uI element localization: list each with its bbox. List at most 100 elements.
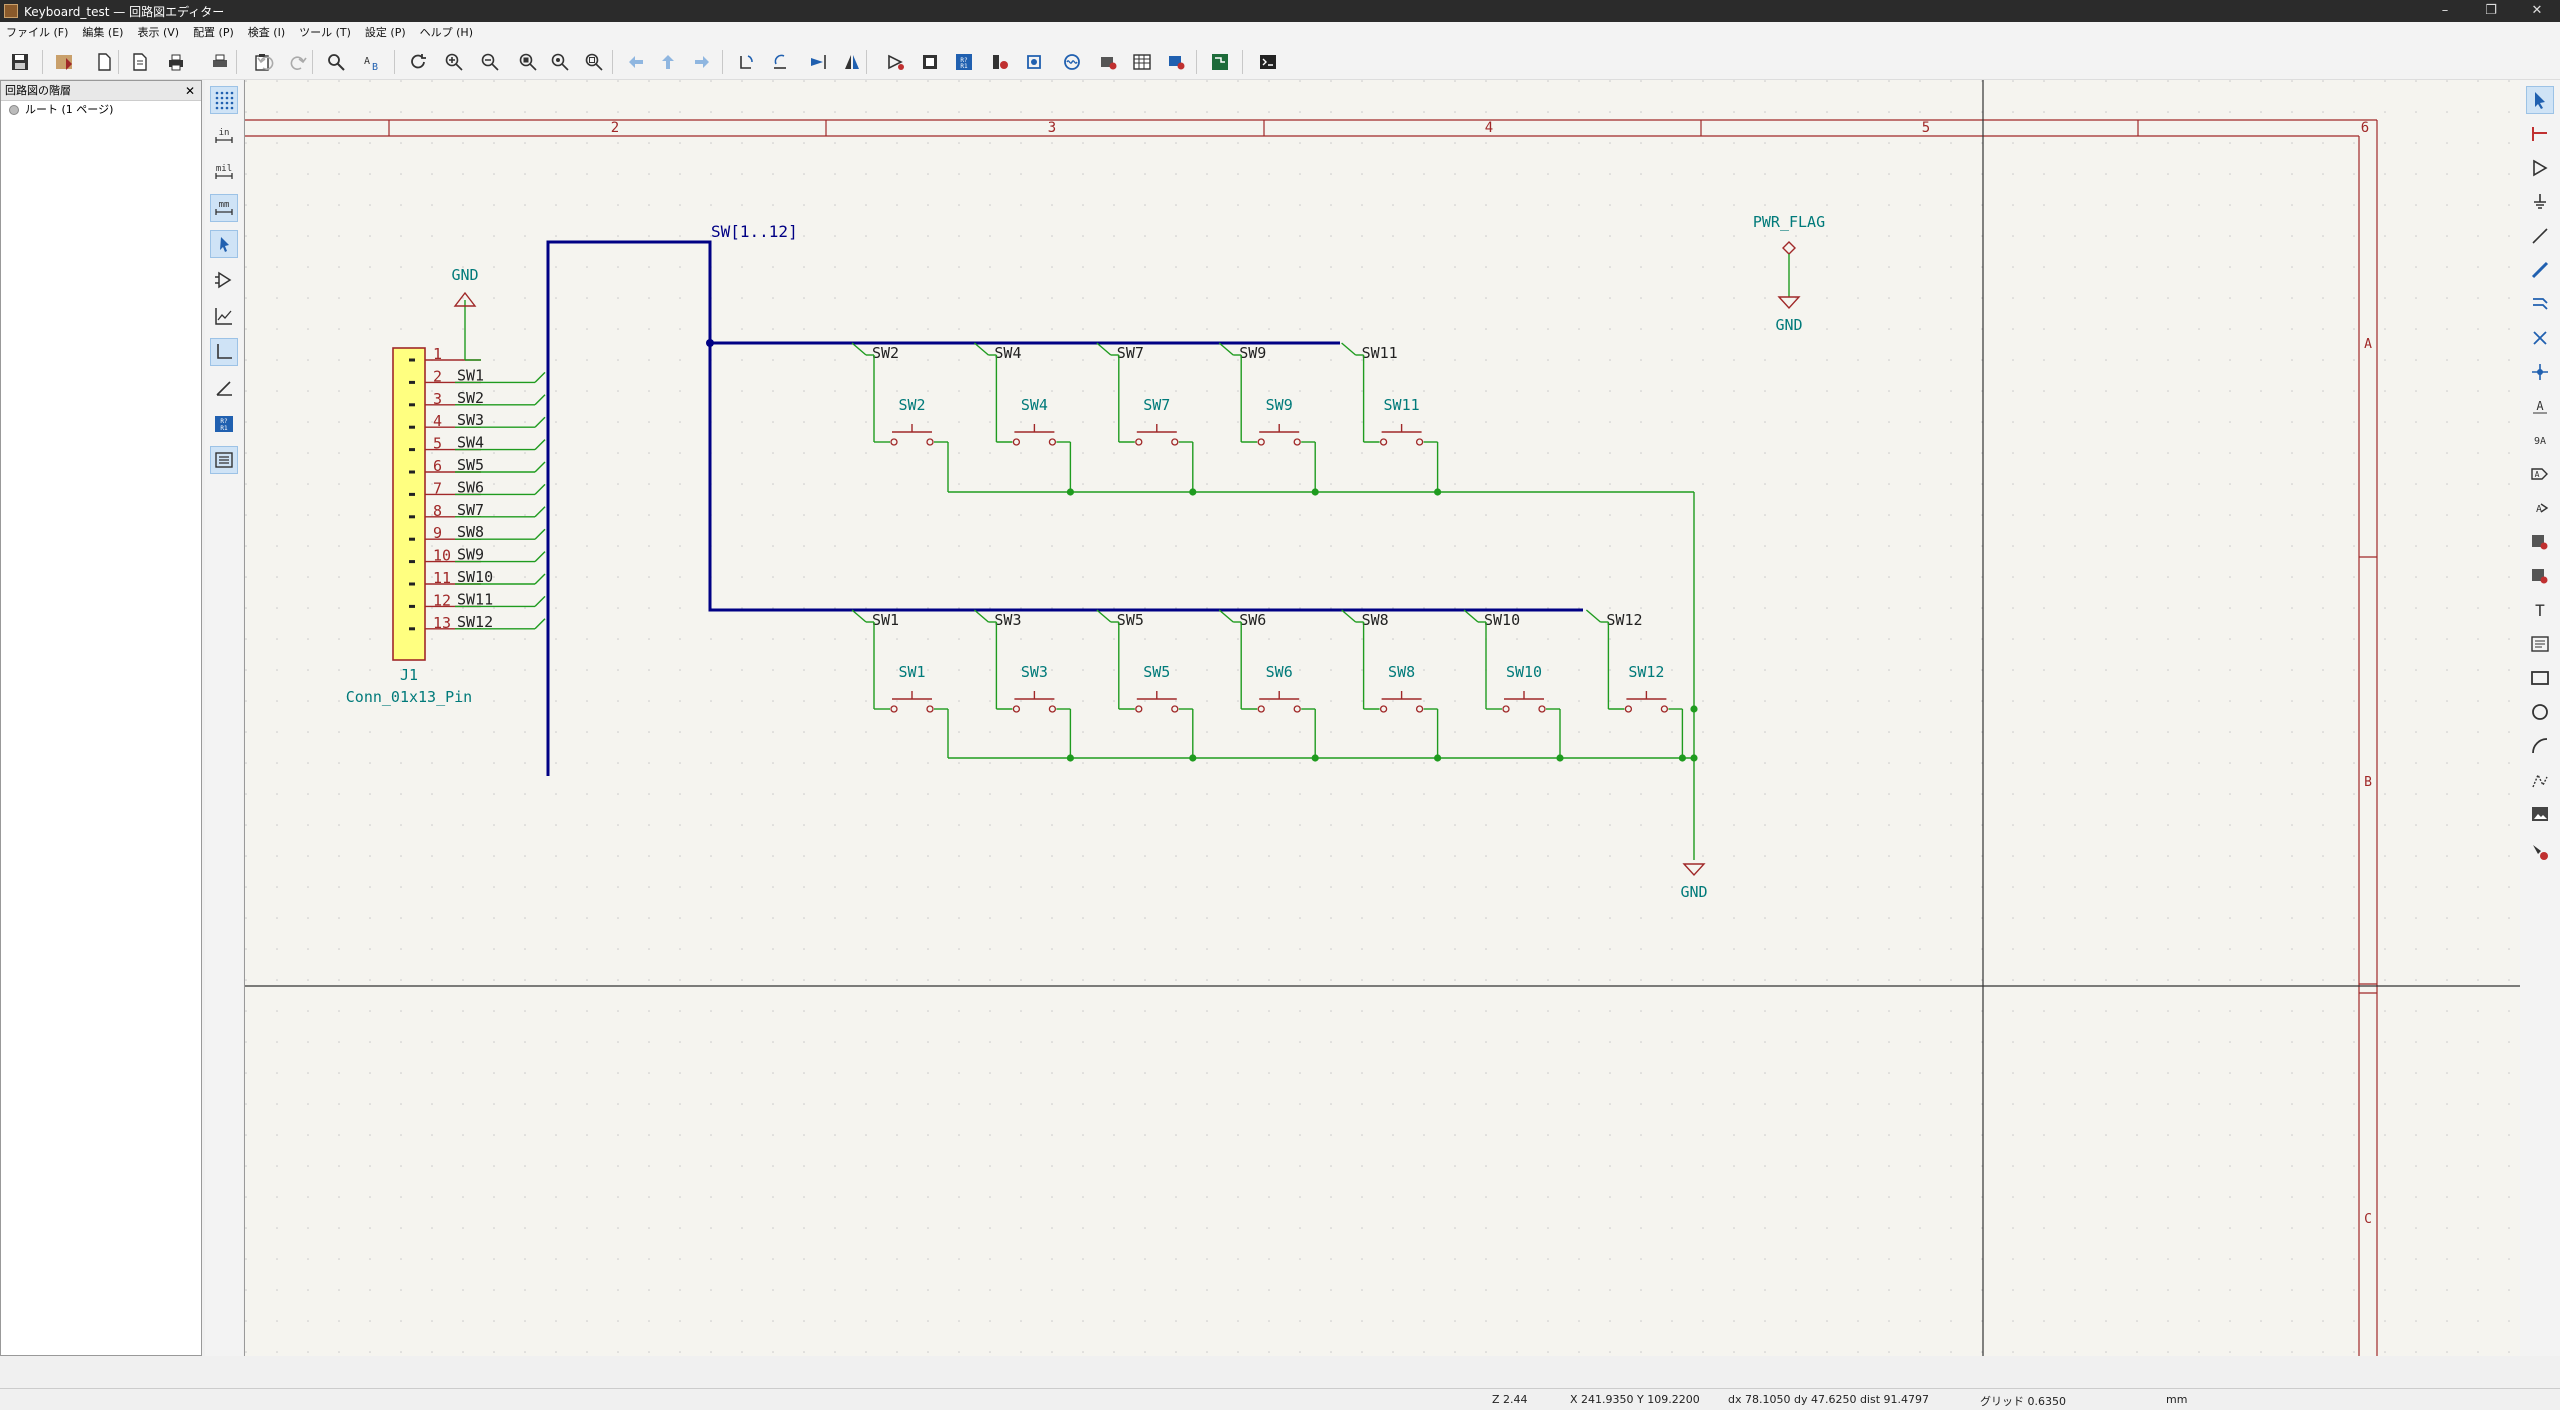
- pcb-editor-button[interactable]: [1208, 50, 1232, 74]
- plot-button[interactable]: [208, 50, 232, 74]
- delete-tool-button[interactable]: [2526, 838, 2554, 866]
- bom-button[interactable]: [1096, 50, 1120, 74]
- new-sheet-button[interactable]: [92, 50, 116, 74]
- menu-tools[interactable]: ツール (T): [299, 26, 351, 39]
- cursor-position-readout: X 241.9350 Y 109.2200: [1570, 1393, 1700, 1406]
- minimize-button[interactable]: –: [2441, 3, 2449, 18]
- zoom-fit-button[interactable]: [516, 50, 540, 74]
- switch-contact: [1257, 438, 1265, 446]
- add-arc-tool-button[interactable]: [2526, 732, 2554, 760]
- symbol-fields-button[interactable]: [1130, 50, 1154, 74]
- add-hier-label-tool-button[interactable]: A: [2526, 494, 2554, 522]
- bus-entry: [534, 551, 546, 563]
- add-net-class-tool-button[interactable]: 9A: [2526, 426, 2554, 454]
- menu-file[interactable]: ファイル (F): [6, 26, 69, 39]
- edit-footprint-button[interactable]: [1164, 50, 1188, 74]
- add-wire-tool-button[interactable]: [2526, 222, 2554, 250]
- add-rectangle-tool-button[interactable]: [2526, 664, 2554, 692]
- restore-button[interactable]: ❐: [2485, 3, 2497, 18]
- switch-ref: SW6: [1266, 663, 1293, 681]
- redo-button[interactable]: [286, 50, 310, 74]
- add-symbol-tool-button[interactable]: [2526, 154, 2554, 182]
- connector-ref: J1: [400, 666, 418, 684]
- mirror-h-button[interactable]: [806, 50, 830, 74]
- status-bar: Z 2.44 X 241.9350 Y 109.2200 dx 78.1050 …: [0, 1388, 2560, 1410]
- rotate-cw-button[interactable]: [768, 50, 792, 74]
- rotate-ccw-button[interactable]: [734, 50, 758, 74]
- add-symbol-icon: [2533, 159, 2548, 177]
- save-button[interactable]: [8, 50, 32, 74]
- menu-help[interactable]: ヘルプ (H): [419, 26, 473, 39]
- units-inches-button[interactable]: in: [210, 122, 238, 150]
- cursor-style-button[interactable]: [210, 230, 238, 258]
- svg-text:R1: R1: [960, 63, 968, 70]
- scripting-console-button[interactable]: [1256, 50, 1280, 74]
- menu-edit[interactable]: 編集 (E): [82, 26, 124, 39]
- schematic-setup-button[interactable]: [52, 50, 76, 74]
- no-connect-tool-button[interactable]: [2526, 324, 2554, 352]
- print-icon: [169, 54, 183, 71]
- erc-button[interactable]: [988, 50, 1012, 74]
- grid-icon: [215, 91, 234, 110]
- navigate-back-button[interactable]: [624, 50, 648, 74]
- zoom-out-button[interactable]: [478, 50, 502, 74]
- simulator-button[interactable]: [1060, 50, 1084, 74]
- zoom-objects-button[interactable]: [548, 50, 572, 74]
- import-sheet-pin-tool-button[interactable]: [2526, 562, 2554, 590]
- show-pins-button[interactable]: [210, 266, 238, 294]
- zoom-selection-button[interactable]: [582, 50, 606, 74]
- annotate-button[interactable]: R?R1: [952, 50, 976, 74]
- add-lines-tool-button[interactable]: [2526, 766, 2554, 794]
- menu-inspect[interactable]: 検査 (I): [247, 26, 286, 39]
- bus-entry: [534, 618, 546, 630]
- refresh-button[interactable]: [406, 50, 430, 74]
- net-label: SW9: [457, 546, 484, 564]
- menu-preferences[interactable]: 設定 (P): [364, 26, 406, 39]
- simulation-button[interactable]: [210, 302, 238, 330]
- add-bus-entry-tool-button[interactable]: [2526, 290, 2554, 318]
- add-image-tool-button[interactable]: [2526, 800, 2554, 828]
- zoom-in-button[interactable]: [442, 50, 466, 74]
- assign-footprints-button[interactable]: [1022, 50, 1046, 74]
- navigate-forward-button[interactable]: [690, 50, 714, 74]
- properties-panel-button[interactable]: [210, 446, 238, 474]
- units-mils-button[interactable]: mil: [210, 158, 238, 186]
- add-label-tool-button[interactable]: A: [2526, 392, 2554, 420]
- grid-toggle-button[interactable]: [210, 86, 238, 114]
- print-button[interactable]: [164, 50, 188, 74]
- line-mode-90-button[interactable]: [210, 338, 238, 366]
- units-mm-button[interactable]: mm: [210, 194, 238, 222]
- close-icon[interactable]: ✕: [184, 84, 195, 98]
- add-global-label-tool-button[interactable]: A: [2526, 460, 2554, 488]
- menu-view[interactable]: 表示 (V): [137, 26, 180, 39]
- annotations-button[interactable]: R?R1: [210, 410, 238, 438]
- navigate-up-button[interactable]: [656, 50, 680, 74]
- add-power-tool-button[interactable]: [2526, 188, 2554, 216]
- select-tool-button[interactable]: [2526, 86, 2554, 114]
- add-junction-tool-button[interactable]: [2526, 358, 2554, 386]
- symbol-browser-button[interactable]: [918, 50, 942, 74]
- highlight-net-tool-button[interactable]: [2526, 120, 2554, 148]
- symbol-editor-button[interactable]: [884, 50, 908, 74]
- line-mode-45-button[interactable]: [210, 374, 238, 402]
- hierarchy-root-item[interactable]: ルート (1 ページ): [1, 101, 201, 119]
- add-text-tool-button[interactable]: T: [2526, 596, 2554, 624]
- add-circle-tool-button[interactable]: [2526, 698, 2554, 726]
- undo-button[interactable]: [254, 50, 278, 74]
- net-label: SW3: [457, 411, 484, 429]
- close-button[interactable]: ✕: [2531, 3, 2543, 18]
- page-settings-button[interactable]: [128, 50, 152, 74]
- add-textbox-tool-button[interactable]: [2526, 630, 2554, 658]
- add-bus-tool-button[interactable]: [2526, 256, 2554, 284]
- mirror-v-button[interactable]: [840, 50, 864, 74]
- menu-place[interactable]: 配置 (P): [193, 26, 234, 39]
- import-sheet-pin-icon: [2532, 569, 2548, 584]
- left-toolbar: in mil mm R?R1: [205, 80, 243, 1356]
- find-button[interactable]: [324, 50, 348, 74]
- switch-ref: SW1: [898, 663, 925, 681]
- add-sheet-tool-button[interactable]: [2526, 528, 2554, 556]
- net-label: SW1: [872, 611, 899, 629]
